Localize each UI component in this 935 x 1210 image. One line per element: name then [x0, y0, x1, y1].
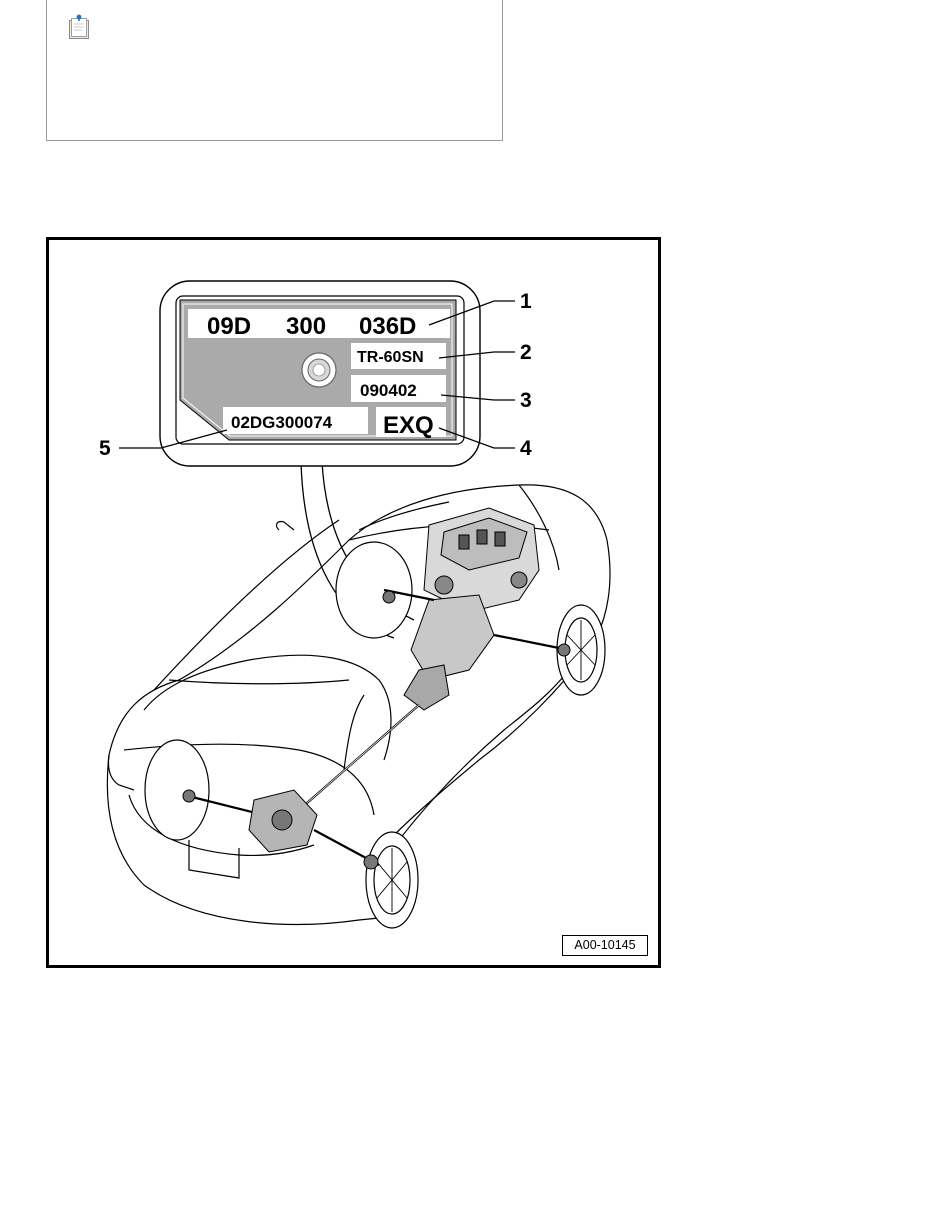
part-number-segment: 09D [207, 313, 251, 340]
callout-3: 3 [520, 389, 532, 412]
callout-1: 1 [520, 290, 532, 313]
figure-illustration: 09D 300 036D TR-60SN 090402 02DG300074 E… [99, 280, 611, 929]
serial-number-text: 02DG300074 [231, 413, 333, 432]
engine-illustration [423, 507, 540, 613]
callout-5: 5 [99, 437, 111, 460]
vehicle-drivetrain-illustration [106, 484, 611, 925]
figure-id-label: A00-10145 [562, 935, 648, 956]
build-date-text: 090402 [360, 381, 417, 400]
callout-2: 2 [520, 341, 532, 364]
clipboard-note-icon [69, 14, 89, 39]
part-number-segment: 300 [286, 313, 326, 340]
transmission-type-text: TR-60SN [357, 349, 424, 366]
figure-frame: 09D 300 036D TR-60SN 090402 02DG300074 E… [46, 237, 661, 968]
note-box [46, 0, 503, 141]
code-letters-text: EXQ [383, 412, 434, 439]
transmission-illustration [403, 594, 495, 711]
callout-4: 4 [520, 437, 532, 460]
rear-differential-illustration [182, 590, 571, 870]
part-number-segment: 036D [359, 313, 416, 340]
